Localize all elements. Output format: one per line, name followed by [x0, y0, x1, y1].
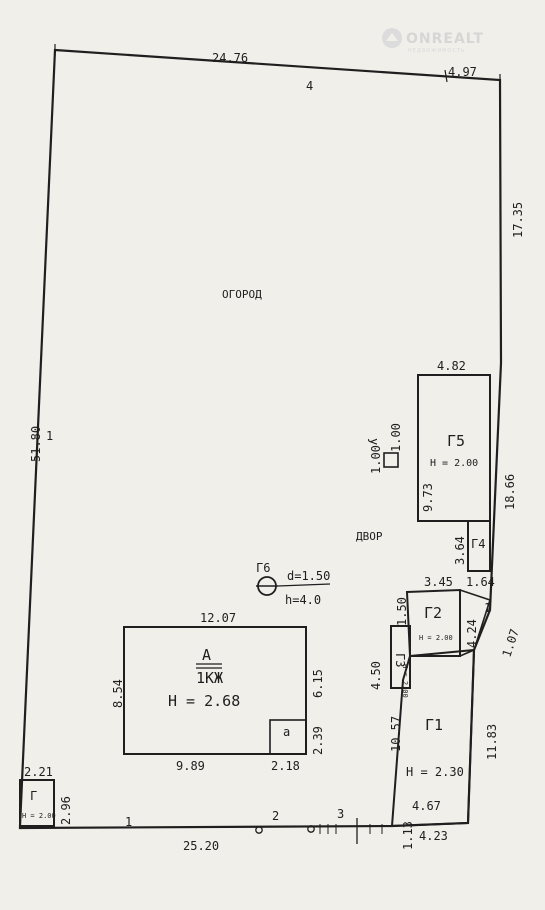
building-g-small	[19, 779, 55, 827]
building-g3-dim-top: 1.50	[395, 597, 409, 626]
dim-top-right-side: 4.97	[448, 65, 477, 79]
point-3-label: 3	[337, 807, 344, 821]
point-4-label: 4	[306, 79, 313, 93]
dim-bottom-right-side: 4.23	[419, 829, 448, 843]
point-2-label: 2	[272, 809, 279, 823]
zone-yard-label: ДВОР	[356, 530, 383, 543]
dim-left-side: 51.80	[29, 426, 43, 462]
zone-garden-label: ОГОРОД	[222, 288, 262, 301]
building-a-letter: А	[202, 646, 211, 664]
building-a-ext-letter: а	[283, 725, 290, 739]
building-g3	[390, 625, 411, 689]
point-1-left-label: 1	[46, 429, 53, 443]
building-g5-dim-top: 4.82	[437, 359, 466, 373]
building-g1	[390, 648, 476, 828]
building-g5-label: Г5	[447, 432, 465, 450]
building-g2-dim-right: 4.24	[465, 619, 479, 648]
building-g2-dim-top: 3.45	[424, 575, 453, 589]
building-g-small-dim-right: 2.96	[59, 796, 73, 825]
dim-right-diagonal: 1.07	[500, 627, 522, 659]
watermark-brand: ONREALT	[406, 31, 484, 47]
building-a-ext-dim-right: 2.39	[311, 726, 325, 755]
building-g2-label: Г2	[424, 604, 442, 622]
building-g5-dim-left: 9.73	[421, 483, 435, 512]
building-a-dim-right: 6.15	[311, 669, 325, 698]
building-g1-height: Н = 2.30	[406, 765, 464, 779]
dim-top-side: 24.76	[212, 51, 248, 65]
building-g3-height: Н = 2.00	[401, 664, 409, 698]
building-g3-label: Г3	[393, 653, 407, 667]
building-a-dim-top: 12.07	[200, 611, 236, 625]
building-g-small-height: Н = 2.00	[22, 812, 56, 820]
building-g5-height: Н = 2.00	[430, 458, 478, 469]
building-g3-dim-left: 4.50	[369, 661, 383, 690]
dim-bottom-side: 25.20	[183, 839, 219, 853]
dim-bottom-right-short: 1.13	[401, 821, 415, 850]
building-g4-dim-bottom: 1.64	[466, 575, 495, 589]
building-g5	[417, 374, 491, 522]
dim-right-lower-side: 18.66	[503, 474, 517, 510]
well-g6-height: h=4.0	[285, 593, 321, 607]
building-a	[123, 626, 307, 755]
building-g4-label: Г4	[471, 537, 485, 551]
outhouse-u-dim-height: 1.00	[369, 445, 383, 474]
building-g-small-label: Г	[30, 789, 37, 803]
building-g2-height: Н = 2.00	[419, 634, 453, 642]
building-a-type: 1КЖ	[196, 669, 223, 687]
well-g6-diameter: d=1.50	[287, 569, 330, 583]
well-g6	[256, 576, 331, 596]
building-g4-dim-left: 3.64	[453, 536, 467, 565]
watermark-logo-icon	[382, 28, 402, 48]
watermark: ONREALT НЕДВИЖИМОСТЬ	[382, 28, 484, 54]
building-a-height: Н = 2.68	[168, 692, 240, 710]
outhouse-u	[383, 452, 399, 468]
well-g6-label: Г6	[256, 561, 270, 575]
building-g1-label: Г1	[425, 716, 443, 734]
building-a-dim-bottom: 9.89	[176, 759, 205, 773]
point-1-bottom-label: 1	[125, 815, 132, 829]
building-a-ext-dim-bottom: 2.18	[271, 759, 300, 773]
dim-right-upper-side: 17.35	[511, 202, 525, 238]
building-g-small-dim-top: 2.21	[24, 765, 53, 779]
outhouse-u-dim-width: 1.00	[389, 423, 403, 452]
building-g1-dim-bottom: 4.67	[412, 799, 441, 813]
building-a-dim-left: 8.54	[111, 679, 125, 708]
dim-right-segment: 11.83	[485, 724, 499, 760]
watermark-tagline: НЕДВИЖИМОСТЬ	[408, 48, 465, 54]
outhouse-u-label: У	[365, 438, 379, 445]
building-g1-dim-left: 10.57	[389, 716, 403, 752]
